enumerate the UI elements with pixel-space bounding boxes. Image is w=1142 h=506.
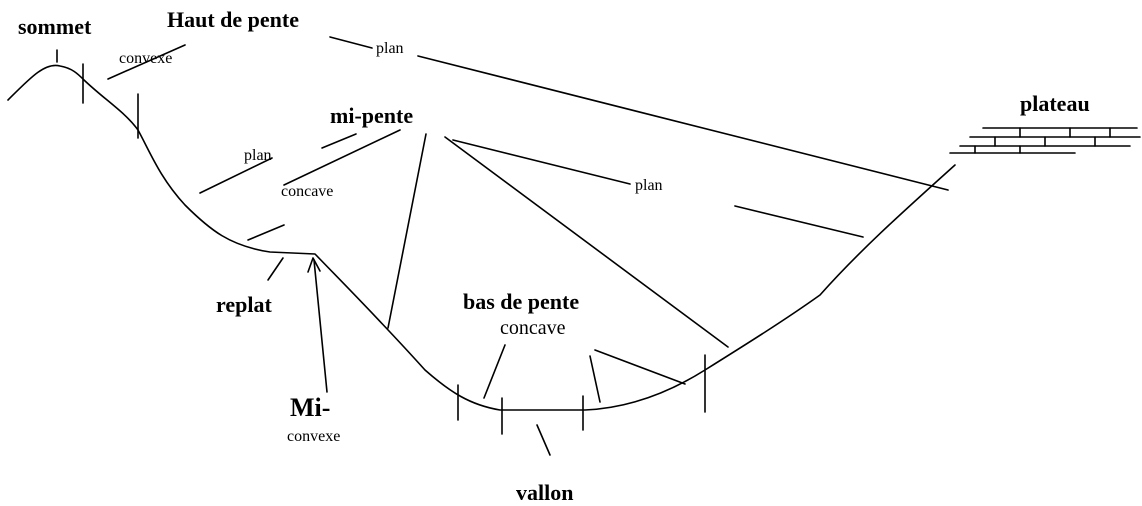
- mi-convexe-arrow: [307, 257, 328, 393]
- label-haut-de-pente: Haut de pente: [167, 7, 299, 32]
- label-convexe-low: convexe: [287, 428, 341, 445]
- label-bas-de-pente: bas de pente: [463, 289, 580, 314]
- profile-boundary-ticks: [56, 49, 706, 435]
- label-vallon: vallon: [516, 480, 574, 505]
- label-plan-right: plan: [635, 177, 663, 194]
- label-concave-low: concave: [500, 317, 566, 339]
- label-mi-pente: mi-pente: [330, 103, 414, 128]
- label-replat: replat: [216, 292, 272, 317]
- leader-lines: [107, 36, 949, 456]
- plateau-strata: [949, 127, 1141, 154]
- label-plan-left: plan: [244, 147, 272, 164]
- label-mi-prefix: Mi-: [290, 393, 331, 422]
- label-concave-mid: concave: [281, 183, 334, 200]
- label-plateau: plateau: [1020, 91, 1090, 116]
- label-plan-top: plan: [376, 40, 404, 57]
- label-sommet: sommet: [18, 14, 92, 39]
- terrain-profile-line: [7, 64, 956, 411]
- label-convexe-top: convexe: [119, 50, 173, 67]
